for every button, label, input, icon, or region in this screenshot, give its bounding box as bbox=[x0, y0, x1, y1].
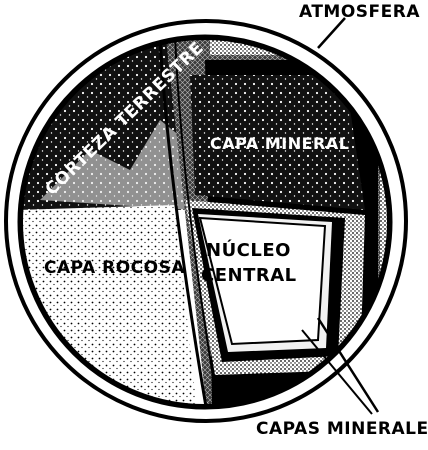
central-core bbox=[198, 216, 327, 346]
label-rock-layer: CAPA ROCOSA bbox=[44, 258, 185, 278]
label-mineral-layer: CAPA MINERAL bbox=[210, 134, 349, 153]
atmosphere-pointer bbox=[317, 17, 346, 49]
crust-light-patch bbox=[40, 120, 190, 210]
label-atmosphere: ATMOSFERA bbox=[299, 2, 420, 22]
mineral-layers-pointer-2 bbox=[301, 329, 373, 415]
mineral-layer-face bbox=[190, 75, 365, 210]
sphere-outline bbox=[19, 36, 391, 408]
label-core-line2: CENTRAL bbox=[201, 265, 297, 286]
crust-edge-line-2 bbox=[174, 38, 223, 406]
label-mineral-layers: CAPAS MINERALES bbox=[256, 419, 428, 439]
mineral-layers-pointer-1 bbox=[316, 317, 380, 413]
label-core-line1: NÚCLEO bbox=[206, 239, 291, 261]
crust-edge-line bbox=[158, 39, 212, 406]
